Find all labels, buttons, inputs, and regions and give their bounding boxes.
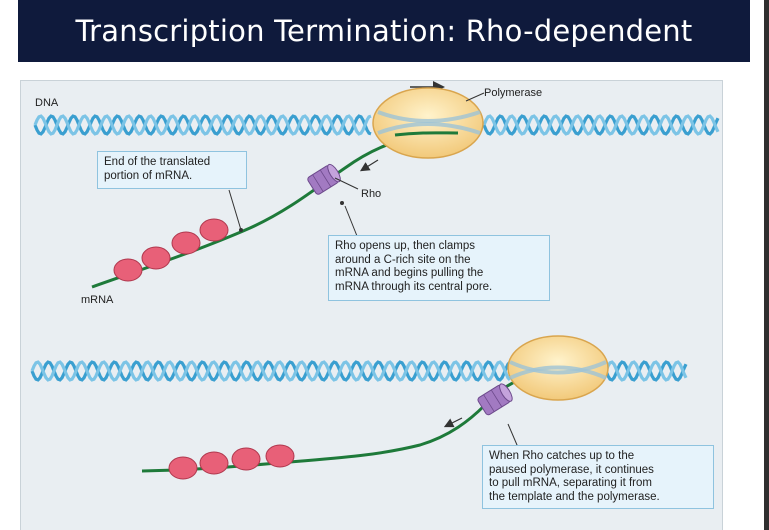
callout-end-translated: End of the translated portion of mRNA. [97, 151, 247, 189]
dna-strand [482, 114, 720, 136]
dna-helix-top [33, 114, 720, 136]
dna-strand [33, 114, 372, 136]
rho-protein-bottom [477, 383, 513, 416]
polymerase-label: Polymerase [484, 87, 542, 99]
window-edge [764, 0, 769, 530]
rho-movement-arrow-top [359, 159, 379, 172]
leader-line-polymerase [465, 92, 485, 102]
slide-title: Transcription Termination: Rho-dependent [18, 0, 750, 62]
dna-strand [482, 114, 720, 136]
rho-protein-top [307, 163, 341, 195]
leader-line-rho-opens [344, 205, 358, 237]
ribosome-chain-top [113, 218, 229, 282]
dna-inside-polymerase [377, 110, 481, 123]
dna-strand [33, 114, 372, 136]
mrna-strand-bottom [141, 378, 521, 473]
leader-dot-end-translated [239, 228, 243, 232]
rho-label: Rho [361, 188, 381, 200]
dna-label: DNA [35, 97, 59, 109]
mrna-inside-polymerase [394, 131, 459, 137]
dna-inside-polymerase-bottom [509, 360, 607, 375]
ribosome-chain-bottom [168, 444, 295, 480]
dna-inside-polymerase-bottom-2 [509, 365, 607, 380]
dna-strand [30, 360, 512, 382]
leader-line-end-translated [228, 189, 242, 231]
dna-inside-polymerase-2 [377, 122, 481, 135]
dna-strand [30, 360, 512, 382]
rho-movement-arrow-bottom [443, 417, 463, 428]
leader-line-rho [334, 177, 359, 190]
dna-helix-bottom [30, 360, 688, 382]
callout-rho-opens: Rho opens up, then clamps around a C-ric… [328, 235, 550, 301]
leader-dot-rho-opens [340, 201, 344, 205]
callout-rho-catches: When Rho catches up to the paused polyme… [482, 445, 714, 509]
dna-strand [604, 360, 688, 382]
mrna-label: mRNA [81, 294, 114, 306]
